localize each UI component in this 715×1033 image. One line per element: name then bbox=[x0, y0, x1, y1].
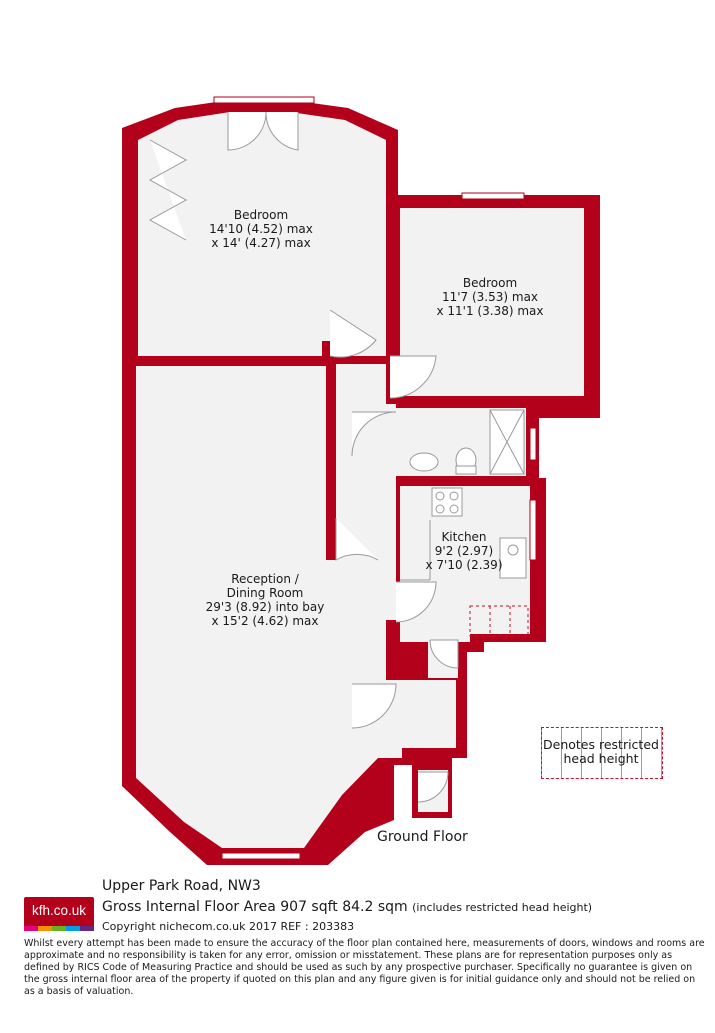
kitchen-floor bbox=[400, 486, 530, 642]
door-bedroom-2 bbox=[389, 355, 437, 399]
reception-dim1: 29'3 (8.92) into bay bbox=[205, 600, 325, 614]
door-porch bbox=[417, 771, 449, 803]
legend-line-2: head height bbox=[563, 751, 639, 766]
property-address: Upper Park Road, NW3 bbox=[102, 878, 261, 894]
restricted-head-height-area bbox=[469, 605, 529, 637]
kitchen-window bbox=[529, 499, 537, 561]
bathroom-fixtures bbox=[409, 409, 525, 475]
floor-area: Gross Internal Floor Area 907 sqft 84.2 … bbox=[102, 899, 592, 915]
reception-label: Reception / Dining Room 29'3 (8.92) into… bbox=[190, 572, 340, 628]
bedroom-2-dim1: 11'7 (3.53) max bbox=[441, 290, 539, 304]
copyright: Copyright nichecom.co.uk 2017 REF : 2033… bbox=[102, 920, 355, 933]
bedroom-1-floor bbox=[138, 112, 386, 356]
door-store bbox=[429, 639, 459, 669]
bedroom-2-window bbox=[461, 192, 525, 200]
stripe-2 bbox=[38, 926, 52, 931]
wardrobe-doors bbox=[148, 139, 188, 241]
stripe-1 bbox=[24, 926, 38, 931]
kitchen-label: Kitchen 9'2 (2.97) x 7'10 (2.39) bbox=[412, 530, 516, 572]
stripe-5 bbox=[80, 926, 94, 931]
stripe-4 bbox=[66, 926, 80, 931]
door-lobby bbox=[351, 683, 397, 729]
floor-label: Ground Floor bbox=[377, 829, 468, 845]
doors bbox=[148, 111, 459, 803]
kitchen-name: Kitchen bbox=[441, 530, 487, 544]
floor-area-main: Gross Internal Floor Area 907 sqft 84.2 … bbox=[102, 899, 408, 915]
reception-name-2: Dining Room bbox=[226, 586, 304, 600]
door-bedroom-1 bbox=[329, 309, 377, 358]
bedroom-2-name: Bedroom bbox=[462, 276, 518, 290]
bathroom-window bbox=[529, 427, 537, 461]
lobby-floor bbox=[378, 680, 456, 758]
kitchen-dim1: 9'2 (2.97) bbox=[434, 544, 494, 558]
disclaimer: Whilst every attempt has been made to en… bbox=[24, 938, 705, 997]
logo-text: kfh.co.uk bbox=[31, 903, 87, 918]
bedroom-2-dim2: x 11'1 (3.38) max bbox=[436, 304, 544, 318]
bedroom-1-dim2: x 14' (4.27) max bbox=[211, 236, 311, 250]
legend-line-1: Denotes restricted bbox=[543, 737, 659, 752]
floor-plan bbox=[122, 96, 600, 865]
kitchen-fixtures bbox=[400, 487, 527, 581]
bedroom-1-name: Bedroom bbox=[233, 208, 289, 222]
reception-floor bbox=[136, 366, 378, 848]
legend-text: Denotes restricted head height bbox=[541, 738, 661, 766]
door-bathroom bbox=[351, 411, 397, 457]
bay-window-bottom bbox=[221, 852, 301, 860]
floor-area-note: (includes restricted head height) bbox=[412, 901, 593, 914]
bedroom-2-label: Bedroom 11'7 (3.53) max x 11'1 (3.38) ma… bbox=[420, 276, 560, 318]
kfh-logo[interactable]: kfh.co.uk bbox=[24, 897, 94, 931]
logo-stripe bbox=[24, 926, 94, 931]
door-kitchen bbox=[395, 581, 437, 623]
kitchen-dim2: x 7'10 (2.39) bbox=[425, 558, 503, 572]
french-doors-bedroom bbox=[227, 111, 299, 151]
door-reception bbox=[335, 518, 379, 561]
stripe-3 bbox=[52, 926, 66, 931]
bedroom-1-dim1: 14'10 (4.52) max bbox=[209, 222, 313, 236]
bedroom-1-label: Bedroom 14'10 (4.52) max x 14' (4.27) ma… bbox=[196, 208, 326, 250]
reception-dim2: x 15'2 (4.62) max bbox=[211, 614, 319, 628]
bay-window-top bbox=[213, 96, 315, 104]
basin bbox=[409, 452, 439, 472]
reception-name-1: Reception / bbox=[231, 572, 299, 586]
legend-hatch bbox=[541, 727, 663, 779]
hallway-floor bbox=[336, 364, 396, 680]
